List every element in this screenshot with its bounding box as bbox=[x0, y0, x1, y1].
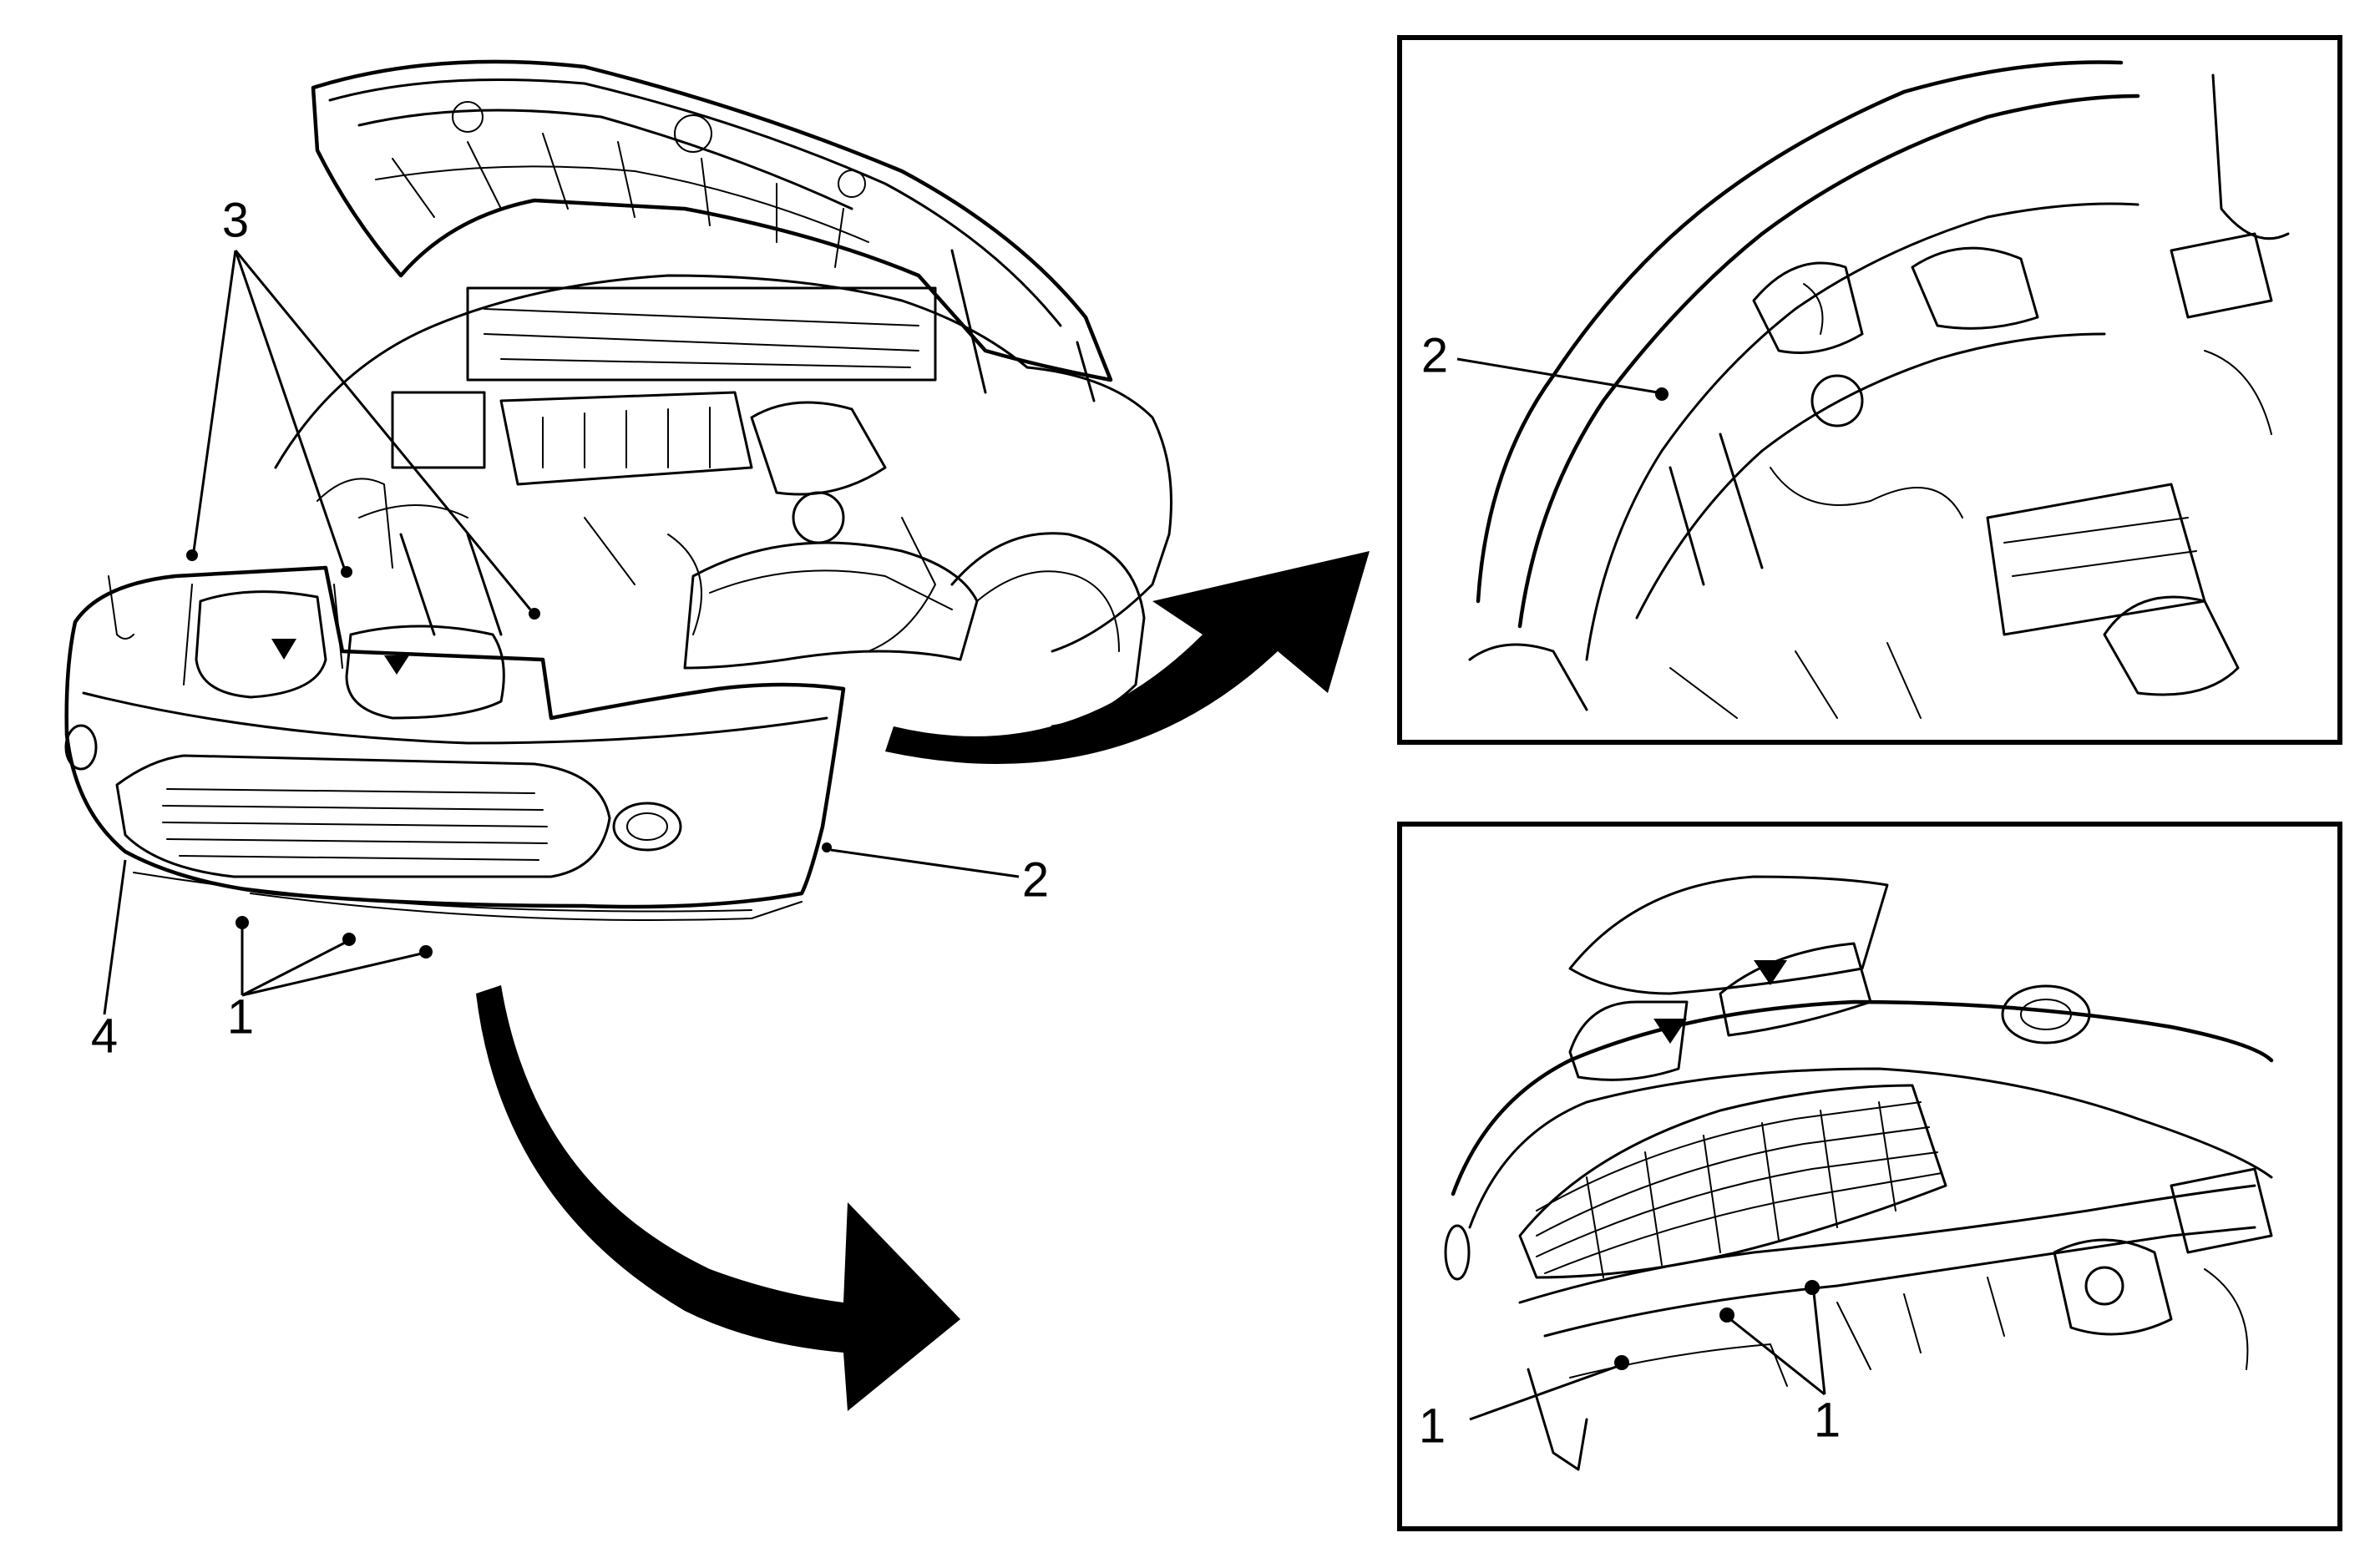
main-leader-lines bbox=[103, 250, 1020, 1015]
main-vehicle-view bbox=[64, 59, 1172, 1015]
curved-arrow-to-lower-detail bbox=[476, 985, 960, 1411]
detail-top-panel bbox=[1397, 35, 2342, 745]
callout-1-main: 1 bbox=[227, 989, 254, 1044]
right-fender bbox=[683, 366, 1172, 728]
callout-1-detail-bottom-left: 1 bbox=[1419, 1399, 1446, 1453]
callout-2-detail-top: 2 bbox=[1421, 328, 1448, 382]
detail-bottom-panel bbox=[1397, 822, 2342, 1531]
detail-top-drawing bbox=[1456, 60, 2290, 719]
engine-compartment bbox=[274, 274, 1029, 652]
detail-bottom-drawing bbox=[1444, 875, 2274, 1471]
callout-3-main: 3 bbox=[222, 193, 249, 247]
open-hood bbox=[311, 59, 1113, 402]
callout-2-main: 2 bbox=[1022, 852, 1049, 907]
callout-1-detail-bottom-right: 1 bbox=[1814, 1393, 1841, 1447]
callout-4-main: 4 bbox=[91, 1009, 118, 1063]
curved-arrow-to-upper-detail bbox=[885, 551, 1370, 764]
front-fascia bbox=[64, 565, 846, 921]
